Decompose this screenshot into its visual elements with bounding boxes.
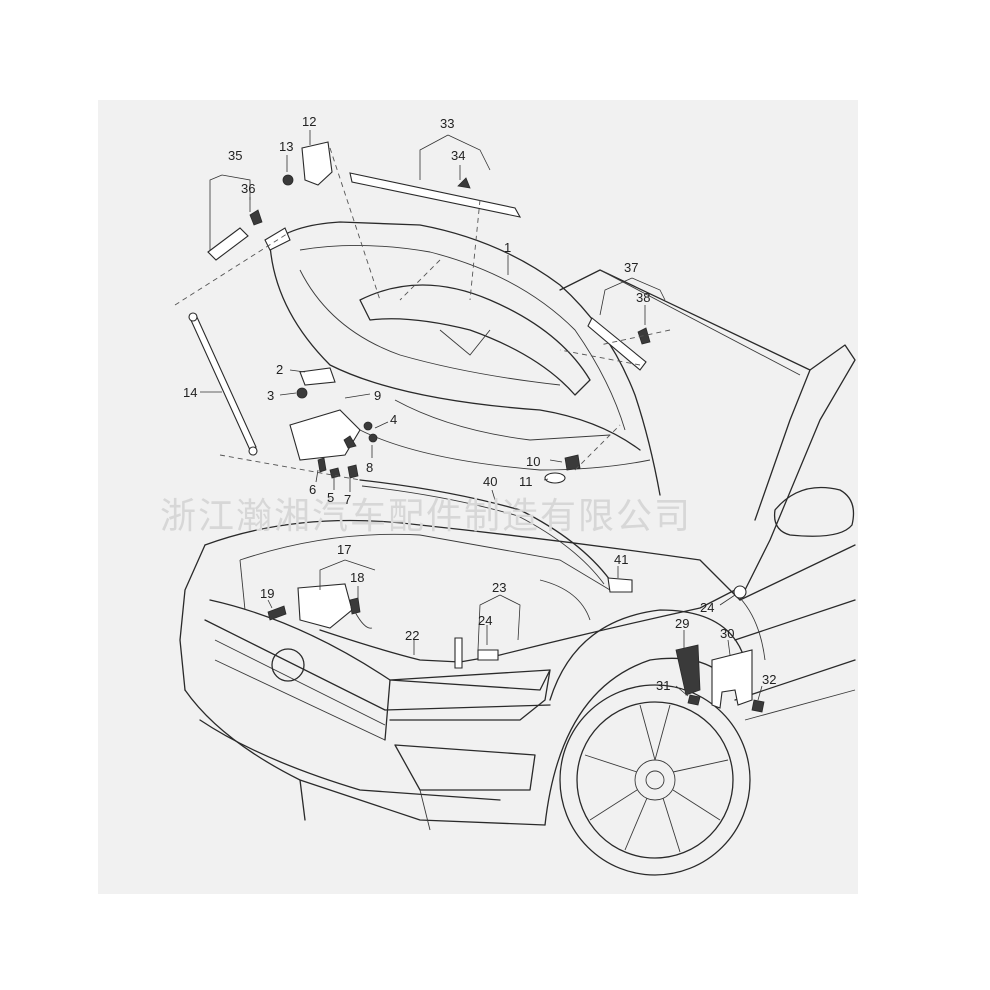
leader-lines bbox=[200, 130, 763, 701]
watermark: 浙江瀚湘汽车配件制造有限公司 bbox=[160, 495, 692, 536]
car-body bbox=[179, 269, 856, 876]
label-13: 13 bbox=[279, 139, 293, 154]
label-30: 30 bbox=[720, 626, 734, 641]
hood-seal-strip bbox=[359, 479, 611, 581]
label-14: 14 bbox=[183, 385, 197, 400]
label-36: 36 bbox=[241, 181, 255, 196]
label-34: 34 bbox=[451, 148, 465, 163]
label-32: 32 bbox=[762, 672, 776, 687]
engine-bay bbox=[239, 533, 611, 621]
label-3: 3 bbox=[267, 388, 274, 403]
label-23: 23 bbox=[492, 580, 506, 595]
label-31: 31 bbox=[656, 678, 670, 693]
label-9: 9 bbox=[374, 388, 381, 403]
label-4: 4 bbox=[390, 412, 397, 427]
reference-lines bbox=[174, 147, 671, 481]
parts bbox=[188, 141, 766, 713]
label-7: 7 bbox=[344, 492, 351, 507]
label-41: 41 bbox=[614, 552, 628, 567]
label-38: 38 bbox=[636, 290, 650, 305]
label-24-b: 24 bbox=[700, 600, 714, 615]
label-2: 2 bbox=[276, 362, 283, 377]
label-37: 37 bbox=[624, 260, 638, 275]
label-6: 6 bbox=[309, 482, 316, 497]
label-12: 12 bbox=[302, 114, 316, 129]
label-29: 29 bbox=[675, 616, 689, 631]
label-5: 5 bbox=[327, 490, 334, 505]
label-24-a: 24 bbox=[478, 613, 492, 628]
label-33: 33 bbox=[440, 116, 454, 131]
callout-labels: 12 13 35 36 33 34 1 37 38 2 14 3 9 4 8 6… bbox=[183, 114, 776, 693]
label-11: 11 bbox=[519, 474, 533, 489]
label-22: 22 bbox=[405, 628, 419, 643]
label-35: 35 bbox=[228, 148, 242, 163]
label-40: 40 bbox=[483, 474, 497, 489]
label-19: 19 bbox=[260, 586, 274, 601]
label-10: 10 bbox=[526, 454, 540, 469]
label-8: 8 bbox=[366, 460, 373, 475]
label-17: 17 bbox=[337, 542, 351, 557]
label-18: 18 bbox=[350, 570, 364, 585]
label-1: 1 bbox=[504, 240, 511, 255]
